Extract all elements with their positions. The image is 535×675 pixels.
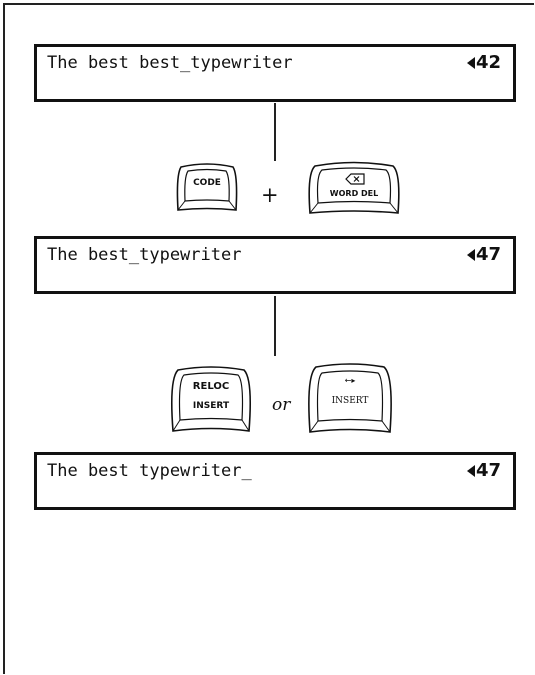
page-frame (3, 3, 534, 674)
display-text: The best_typewriter (47, 245, 242, 265)
display-line-3: The best typewriter_ 47 (34, 452, 516, 510)
display-line-1: The best best_typewriter 42 (34, 44, 516, 102)
connector-line (274, 103, 276, 161)
display-text: The best typewriter_ (47, 461, 252, 481)
or-operator: or (272, 395, 291, 415)
keycap-outline (171, 366, 251, 432)
key-label: CODE (193, 178, 221, 188)
code-key[interactable]: CODE (172, 161, 242, 213)
character-counter: 42 (466, 52, 501, 73)
left-arrow-icon (466, 248, 475, 261)
counter-value: 47 (475, 460, 501, 481)
key-label: WORD DEL (329, 189, 379, 198)
left-arrow-icon (466, 464, 475, 477)
counter-value: 42 (475, 52, 501, 73)
connector-line (274, 296, 276, 356)
character-counter: 47 (466, 244, 501, 265)
key-label-bottom: INSERT (192, 401, 230, 411)
key-label-top: RELOC (192, 381, 230, 392)
character-counter: 47 (466, 460, 501, 481)
plus-operator: + (261, 183, 279, 207)
keycap-outline (308, 161, 400, 214)
counter-value: 47 (475, 244, 501, 265)
key-label-bottom: INSERT (331, 396, 369, 406)
reloc-insert-key[interactable]: RELOC INSERT (168, 365, 254, 435)
word-del-key[interactable]: WORD DEL (305, 161, 403, 217)
insert-key[interactable]: ←▸ INSERT (305, 362, 395, 436)
left-arrow-icon (466, 56, 475, 69)
display-text: The best best_typewriter (47, 53, 293, 73)
keycap-outline (308, 363, 392, 433)
display-line-2: The best_typewriter 47 (34, 236, 516, 294)
keycap-outline (176, 163, 238, 211)
backspace-x-icon (345, 173, 365, 185)
key-label-top: ←▸ (344, 376, 356, 385)
